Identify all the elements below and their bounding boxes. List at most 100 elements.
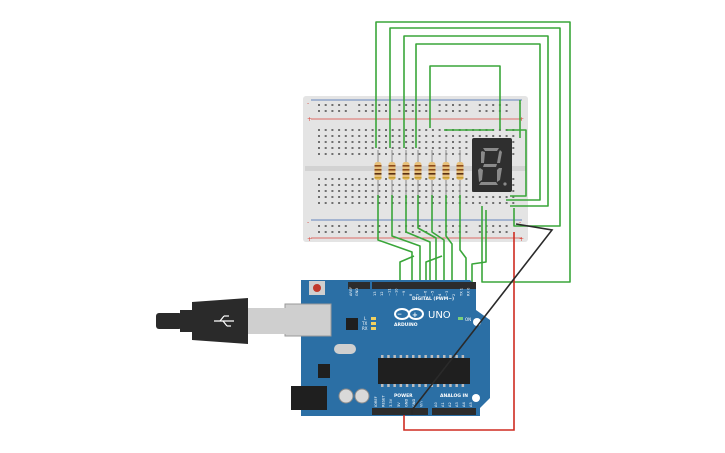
green-wires[interactable] — [375, 21, 571, 283]
breadboard-hole[interactable] — [371, 184, 374, 186]
breadboard-rail-hole[interactable] — [458, 104, 461, 106]
breadboard-hole[interactable] — [385, 190, 387, 192]
breadboard-hole[interactable] — [411, 153, 414, 155]
breadboard-hole[interactable] — [438, 202, 441, 204]
resistor[interactable] — [456, 150, 464, 196]
wire-res-2[interactable] — [391, 195, 421, 282]
breadboard-hole[interactable] — [344, 153, 347, 155]
breadboard-rail-hole[interactable] — [438, 231, 441, 233]
breadboard-hole[interactable] — [465, 147, 468, 149]
breadboard-hole[interactable] — [458, 141, 461, 143]
breadboard-hole[interactable] — [465, 141, 468, 143]
breadboard-hole[interactable] — [351, 153, 354, 155]
breadboard-rail-hole[interactable] — [411, 231, 414, 233]
breadboard-hole[interactable] — [512, 202, 515, 204]
breadboard-hole[interactable] — [458, 147, 461, 149]
breadboard-rail-hole[interactable] — [371, 231, 374, 233]
breadboard-hole[interactable] — [324, 147, 327, 149]
breadboard-hole[interactable] — [364, 153, 367, 155]
breadboard-hole[interactable] — [331, 202, 334, 204]
breadboard-hole[interactable] — [364, 196, 367, 198]
breadboard-rail-hole[interactable] — [418, 104, 421, 106]
breadboard-hole[interactable] — [391, 135, 394, 137]
breadboard-rail-hole[interactable] — [324, 104, 327, 106]
breadboard-rail-hole[interactable] — [492, 110, 495, 112]
breadboard-rail-hole[interactable] — [452, 104, 454, 106]
breadboard-rail-hole[interactable] — [418, 225, 421, 227]
breadboard-hole[interactable] — [398, 129, 401, 131]
breadboard-hole[interactable] — [324, 184, 327, 186]
breadboard-hole[interactable] — [324, 196, 327, 198]
reset-button-cap[interactable] — [313, 284, 321, 292]
breadboard-hole[interactable] — [364, 129, 367, 131]
breadboard-hole[interactable] — [385, 178, 387, 180]
breadboard-rail-hole[interactable] — [485, 110, 488, 112]
breadboard-rail-hole[interactable] — [465, 104, 468, 106]
breadboard-hole[interactable] — [338, 141, 341, 143]
breadboard-rail-hole[interactable] — [344, 231, 347, 233]
breadboard-rail-hole[interactable] — [498, 225, 501, 227]
breadboard-hole[interactable] — [458, 135, 461, 137]
breadboard-hole[interactable] — [438, 147, 441, 149]
breadboard-rail-hole[interactable] — [465, 110, 468, 112]
breadboard-hole[interactable] — [398, 153, 401, 155]
breadboard-hole[interactable] — [324, 141, 327, 143]
seven-segment-display[interactable] — [472, 138, 512, 192]
breadboard-hole[interactable] — [505, 196, 508, 198]
wire-res-9[interactable] — [425, 255, 443, 282]
breadboard-rail-hole[interactable] — [405, 110, 408, 112]
wire-res-6[interactable] — [445, 195, 453, 282]
breadboard-rail-hole[interactable] — [465, 225, 468, 227]
wire-right-1[interactable] — [506, 129, 527, 197]
breadboard-hole[interactable] — [358, 184, 361, 186]
breadboard-hole[interactable] — [358, 202, 361, 204]
breadboard-hole[interactable] — [472, 196, 475, 198]
breadboard-rail-hole[interactable] — [344, 110, 347, 112]
breadboard-hole[interactable] — [358, 178, 361, 180]
breadboard-hole[interactable] — [492, 196, 495, 198]
breadboard-hole[interactable] — [438, 190, 441, 192]
breadboard-rail-hole[interactable] — [478, 104, 481, 106]
breadboard-hole[interactable] — [438, 184, 441, 186]
breadboard-rail-hole[interactable] — [418, 231, 421, 233]
breadboard-hole[interactable] — [364, 190, 367, 192]
breadboard-hole[interactable] — [338, 202, 341, 204]
breadboard-hole[interactable] — [344, 129, 347, 131]
breadboard-hole[interactable] — [331, 129, 334, 131]
breadboard-rail-hole[interactable] — [418, 110, 421, 112]
breadboard-hole[interactable] — [318, 184, 320, 186]
breadboard-hole[interactable] — [398, 202, 401, 204]
breadboard-rail-hole[interactable] — [465, 231, 468, 233]
breadboard-rail-hole[interactable] — [398, 104, 401, 106]
breadboard-hole[interactable] — [358, 190, 361, 192]
breadboard-hole[interactable] — [385, 196, 387, 198]
wire-loop-3[interactable] — [403, 35, 549, 207]
breadboard-hole[interactable] — [418, 190, 421, 192]
breadboard-rail-hole[interactable] — [385, 225, 387, 227]
breadboard-rail-hole[interactable] — [492, 104, 495, 106]
breadboard-hole[interactable] — [338, 153, 341, 155]
usb-cable[interactable] — [156, 298, 286, 344]
breadboard-hole[interactable] — [512, 141, 515, 143]
breadboard-hole[interactable] — [492, 202, 495, 204]
breadboard-hole[interactable] — [398, 147, 401, 149]
breadboard-hole[interactable] — [425, 202, 428, 204]
breadboard-hole[interactable] — [371, 178, 374, 180]
breadboard-rail-hole[interactable] — [318, 231, 320, 233]
breadboard-hole[interactable] — [391, 147, 394, 149]
breadboard-hole[interactable] — [391, 141, 394, 143]
resistor[interactable] — [374, 150, 382, 196]
breadboard-hole[interactable] — [338, 184, 341, 186]
breadboard-hole[interactable] — [431, 202, 434, 204]
breadboard-rail-hole[interactable] — [378, 110, 381, 112]
breadboard-rail-hole[interactable] — [338, 104, 341, 106]
breadboard-rail-hole[interactable] — [445, 104, 448, 106]
breadboard-hole[interactable] — [391, 153, 394, 155]
breadboard-hole[interactable] — [398, 178, 401, 180]
breadboard-hole[interactable] — [385, 141, 387, 143]
breadboard-hole[interactable] — [351, 147, 354, 149]
power-header[interactable] — [372, 408, 428, 415]
breadboard-hole[interactable] — [371, 202, 374, 204]
breadboard-hole[interactable] — [331, 178, 334, 180]
breadboard-hole[interactable] — [338, 196, 341, 198]
